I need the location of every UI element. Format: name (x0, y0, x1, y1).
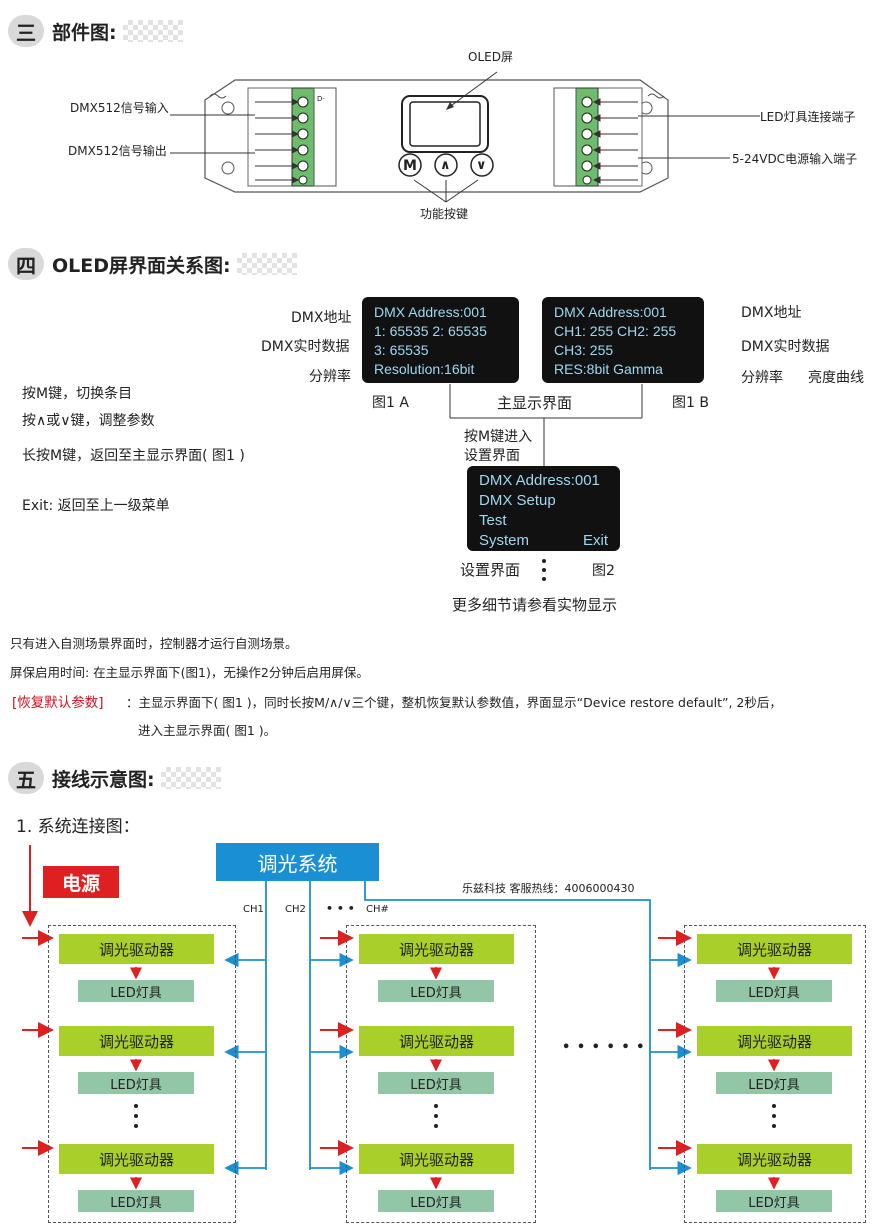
decorative-pattern (236, 253, 297, 275)
driver-group-n (684, 925, 866, 1223)
button-up-label: ∧ (440, 158, 451, 173)
led-box: LED灯具 (716, 1190, 832, 1212)
section-header-wiring: 五 接线示意图: (8, 761, 221, 795)
channel-n-label: CH# (366, 904, 389, 915)
vertical-dots (772, 1104, 776, 1128)
caption-fig-1b: 图1 B (672, 395, 709, 411)
driver-group-2 (346, 925, 536, 1223)
wiring-diagram (22, 845, 780, 1190)
section-title: OLED屏界面关系图: (52, 254, 231, 277)
instruction-1: 按M键，切换条目 (22, 386, 133, 402)
terminal-labels-left: D- (317, 95, 325, 103)
instruction-4: Exit: 返回至上一级菜单 (22, 498, 170, 514)
label-dmx-data-a: DMX实时数据 (261, 339, 350, 355)
channel-2-label: CH2 (285, 904, 306, 915)
caption-fig-2: 图2 (592, 563, 615, 579)
menu-connector-lines (449, 384, 643, 466)
buttons-label: 功能按键 (420, 207, 469, 221)
driver-box: 调光驱动器 (697, 1026, 852, 1056)
instruction-2: 按∧或∨键，调整参数 (22, 413, 155, 429)
oled-fig-1a: DMX Address:001 1: 65535 2: 65535 3: 655… (362, 297, 519, 383)
section-header-parts: 三 部件图: (8, 14, 183, 48)
dmx-out-label: DMX512信号输出 (68, 144, 167, 158)
caption-fig-1a: 图1 A (372, 395, 409, 411)
channel-dots: • • • (326, 902, 355, 915)
section-number: 四 (8, 248, 44, 280)
decorative-pattern (122, 20, 183, 42)
section-title: 接线示意图: (52, 768, 155, 791)
driver-group-1 (48, 925, 236, 1223)
note-line-2: 屏保启用时间: 在主显示界面下(图1)，无操作2分钟后启用屏保。 (10, 665, 369, 680)
led-box: LED灯具 (378, 1190, 494, 1212)
driver-box: 调光驱动器 (697, 934, 852, 964)
label-resolution-b: 分辨率 (741, 370, 783, 386)
led-box: LED灯具 (716, 1072, 832, 1094)
more-details: 更多细节请参看实物显示 (452, 596, 618, 614)
restore-tag: [恢复默认参数] (12, 695, 104, 711)
led-box: LED灯具 (378, 980, 494, 1002)
label-resolution-a: 分辨率 (309, 369, 351, 385)
power-terminal-label: 5-24VDC电源输入端子 (732, 152, 858, 166)
instruction-3: 长按M键，返回至主显示界面( 图1 ) (22, 448, 245, 464)
button-m-label: M (403, 158, 417, 174)
led-box: LED灯具 (378, 1072, 494, 1094)
led-box: LED灯具 (716, 980, 832, 1002)
decorative-pattern (160, 767, 221, 789)
oled-fig-1b: DMX Address:001 CH1: 255 CH2: 255 CH3: 2… (542, 297, 704, 383)
label-dmx-address-b: DMX地址 (741, 305, 802, 321)
led-box: LED灯具 (78, 1072, 194, 1094)
dmx-in-label: DMX512信号输入 (70, 101, 169, 115)
driver-box: 调光驱动器 (359, 1144, 514, 1174)
driver-box: 调光驱动器 (59, 934, 214, 964)
wiring-subtitle: 1. 系统连接图： (16, 817, 140, 837)
setup-label: 设置界面 (460, 561, 521, 579)
vertical-dots (434, 1104, 438, 1128)
oled-screen-label: OLED屏 (468, 50, 513, 64)
channel-1-label: CH1 (243, 904, 264, 915)
button-down-label: ∨ (476, 158, 487, 173)
section-header-oled: 四 OLED屏界面关系图: (8, 247, 297, 281)
note-line-3: ：主显示界面下( 图1 )，同时长按M/∧/∨三个键，整机恢复默认参数值，界面显… (126, 695, 782, 710)
vertical-dots (134, 1104, 138, 1128)
horizontal-ellipsis: • • • • • • (562, 1040, 646, 1055)
device-diagram (170, 71, 760, 203)
label-dmx-data-b: DMX实时数据 (741, 339, 830, 355)
led-box: LED灯具 (78, 1190, 194, 1212)
section-number: 五 (8, 762, 44, 794)
enter-setup-line1: 按M键进入 (464, 429, 533, 445)
label-gamma: 亮度曲线 (808, 370, 864, 386)
note-line-4: 进入主显示界面( 图1 )。 (138, 723, 277, 738)
led-box: LED灯具 (78, 980, 194, 1002)
section-title: 部件图: (52, 21, 117, 44)
power-box: 电源 (43, 866, 119, 898)
section-number: 三 (8, 15, 44, 47)
led-terminal-label: LED灯具连接端子 (760, 110, 856, 124)
enter-setup-line2: 设置界面 (464, 448, 520, 464)
driver-box: 调光驱动器 (59, 1144, 214, 1174)
driver-box: 调光驱动器 (359, 1026, 514, 1056)
dimming-system-box: 调光系统 (216, 843, 379, 881)
driver-box: 调光驱动器 (359, 934, 514, 964)
main-display-label: 主显示界面 (497, 394, 573, 412)
label-dmx-address-a: DMX地址 (291, 310, 352, 326)
hotline-text: 乐兹科技 客服热线：4006000430 (462, 882, 635, 895)
vertical-dots (542, 559, 546, 581)
driver-box: 调光驱动器 (59, 1026, 214, 1056)
driver-box: 调光驱动器 (697, 1144, 852, 1174)
note-line-1: 只有进入自测场景界面时，控制器才运行自测场景。 (10, 636, 298, 651)
